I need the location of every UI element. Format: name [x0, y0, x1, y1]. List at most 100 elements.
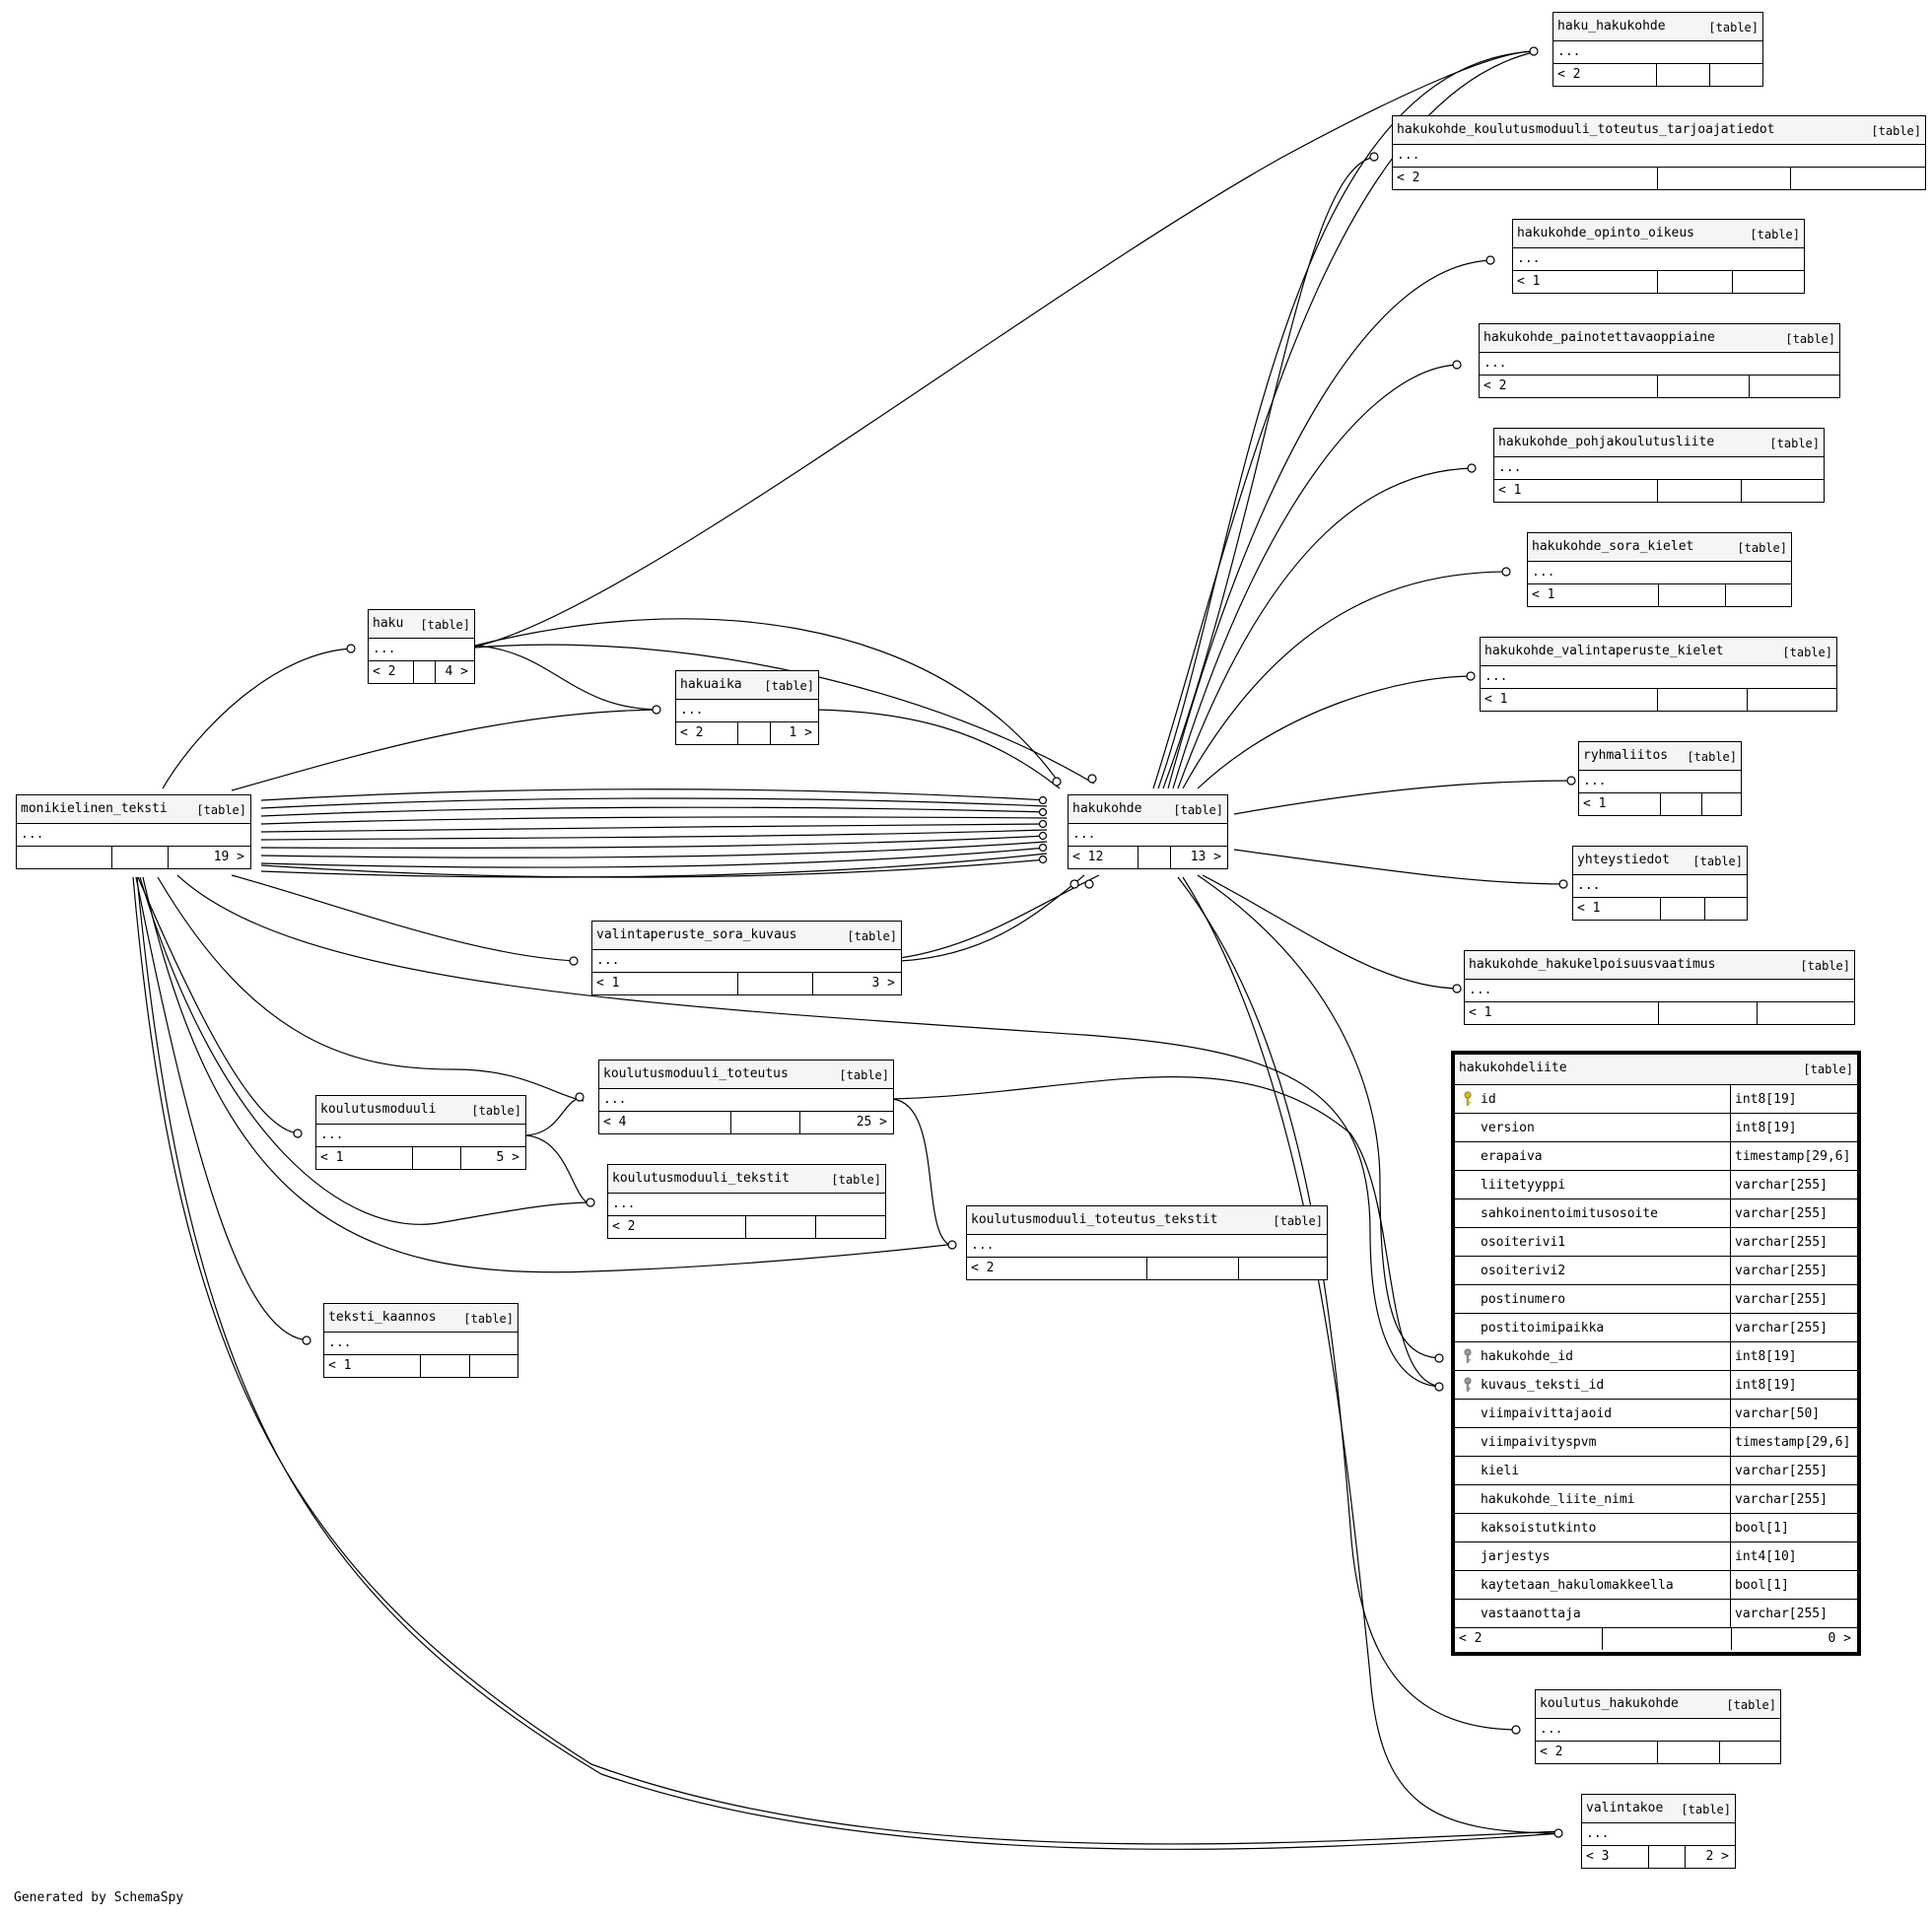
column-name-cell: osoiterivi2 [1455, 1257, 1731, 1284]
column-name-cell: version [1455, 1114, 1731, 1141]
table-name: hakukohde_hakukelpoisuusvaatimus [1469, 957, 1716, 972]
table-name: haku [373, 616, 404, 631]
table-rows: ... [1498, 460, 1522, 475]
table-koulutus-hakukohde[interactable]: koulutus_hakukohde[table] ... < 2 [1535, 1689, 1781, 1764]
column-name-cell: kuvaus_teksti_id [1455, 1371, 1731, 1399]
table-type: [table] [1750, 228, 1800, 241]
column-type: varchar[50] [1735, 1406, 1821, 1421]
table-type: [table] [1726, 1698, 1776, 1712]
parents-count: < 1 [1517, 274, 1541, 289]
parents-count: < 1 [1532, 587, 1555, 602]
parents-count: < 1 [1469, 1005, 1492, 1020]
table-hakukohde-pohjakoulutusliite[interactable]: hakukohde_pohjakoulutusliite[table] ... … [1493, 428, 1825, 503]
table-rows: ... [1072, 827, 1096, 842]
column-type-cell: int8[19] [1731, 1114, 1857, 1141]
table-hakukohde-koulutusmoduuli-toteutus-tarjoajatiedot[interactable]: hakukohde_koulutusmoduuli_toteutus_tarjo… [1392, 115, 1926, 190]
table-teksti-kaannos[interactable]: teksti_kaannos[table] ... < 1 [323, 1303, 518, 1378]
column-type-cell: varchar[255] [1731, 1485, 1857, 1513]
column-name: jarjestys [1481, 1549, 1551, 1564]
children-count: 25 > [856, 1115, 887, 1130]
column-name: erapaiva [1481, 1149, 1543, 1164]
table-name: hakukohde [1072, 801, 1142, 816]
table-type: [table] [1785, 332, 1835, 346]
table-type: [table] [831, 1173, 881, 1187]
column-name: viimpaivittajaoid [1481, 1406, 1613, 1421]
column-type-cell: timestamp[29,6] [1731, 1142, 1857, 1170]
column-type-cell: int4[10] [1731, 1542, 1857, 1570]
table-hakukohde-painotettavaoppiaine[interactable]: hakukohde_painotettavaoppiaine[table] ..… [1479, 323, 1840, 398]
table-name: hakukohde_sora_kielet [1532, 539, 1694, 554]
parents-count: < 1 [328, 1358, 352, 1373]
table-name: monikielinen_teksti [21, 801, 168, 816]
parents-count: < 2 [1484, 378, 1507, 393]
table-rows: ... [603, 1092, 627, 1107]
table-name: hakukohdeliite [1459, 1061, 1567, 1075]
table-hakukohde-valintaperuste-kielet[interactable]: hakukohde_valintaperuste_kielet[table] .… [1480, 637, 1837, 712]
table-monikielinen-teksti[interactable]: monikielinen_teksti[table] ... 19 > [16, 794, 251, 869]
column-name-cell: kieli [1455, 1457, 1731, 1484]
table-hakukohde-hakukelpoisuusvaatimus[interactable]: hakukohde_hakukelpoisuusvaatimus[table] … [1464, 950, 1855, 1025]
table-haku-hakukohde[interactable]: haku_hakukohde [table] ... < 2 [1552, 12, 1763, 87]
parents-count: < 2 [373, 664, 396, 679]
column-row: jarjestys int4[10] [1455, 1542, 1857, 1571]
table-name: haku_hakukohde [1557, 19, 1666, 34]
column-name: version [1481, 1121, 1535, 1135]
foreign-key-icon [1463, 1348, 1473, 1364]
column-type: int4[10] [1735, 1549, 1797, 1564]
column-type-cell: varchar[255] [1731, 1171, 1857, 1198]
children-count: 0 > [1828, 1631, 1851, 1646]
table-rows: ... [1517, 251, 1541, 266]
parents-count: < 3 [1586, 1849, 1610, 1864]
parents-count: < 2 [680, 725, 704, 740]
column-type: timestamp[29,6] [1735, 1149, 1851, 1164]
parents-count: < 1 [320, 1150, 344, 1165]
table-ryhmaliitos[interactable]: ryhmaliitos[table] ... < 1 [1578, 741, 1742, 816]
parents-count: < 2 [1540, 1745, 1563, 1759]
table-rows: ... [1586, 1826, 1610, 1841]
table-koulutusmoduuli-tekstit[interactable]: koulutusmoduuli_tekstit[table] ... < 2 [607, 1164, 886, 1239]
table-type: [table] [1737, 541, 1787, 555]
table-name: koulutusmoduuli_toteutus [603, 1066, 789, 1081]
children-count: 3 > [871, 976, 895, 991]
table-type: [table] [1708, 21, 1759, 34]
table-hakukohde-opinto-oikeus[interactable]: hakukohde_opinto_oikeus [table] ... < 1 [1512, 219, 1805, 294]
table-name: ryhmaliitos [1583, 748, 1669, 763]
table-name: hakukohde_opinto_oikeus [1517, 226, 1695, 240]
table-type: [table] [1769, 437, 1820, 450]
table-rows: ... [1557, 44, 1581, 59]
parents-count: < 2 [1557, 67, 1581, 82]
table-name: hakukohde_painotettavaoppiaine [1484, 330, 1715, 345]
table-yhteystiedot[interactable]: yhteystiedot[table] ... < 1 [1572, 846, 1748, 921]
column-name: postitoimipaikka [1481, 1321, 1605, 1335]
table-valintaperuste-sora-kuvaus[interactable]: valintaperuste_sora_kuvaus[table] ... < … [591, 921, 902, 995]
table-rows: ... [1577, 878, 1601, 893]
table-koulutusmoduuli-toteutus-tekstit[interactable]: koulutusmoduuli_toteutus_tekstit[table] … [966, 1205, 1328, 1280]
table-hakukohde-sora-kielet[interactable]: hakukohde_sora_kielet[table] ... < 1 [1527, 532, 1792, 607]
table-name: koulutusmoduuli_toteutus_tekstit [971, 1212, 1218, 1227]
column-type: varchar[255] [1735, 1178, 1828, 1193]
column-type-cell: int8[19] [1731, 1342, 1857, 1370]
table-type: [table] [1692, 855, 1743, 868]
table-name: koulutusmoduuli_tekstit [612, 1171, 791, 1186]
column-type: bool[1] [1735, 1521, 1789, 1536]
column-type: varchar[255] [1735, 1206, 1828, 1221]
column-name-cell: hakukohde_id [1455, 1342, 1731, 1370]
children-count: 19 > [213, 850, 244, 864]
table-name: hakuaika [680, 677, 742, 692]
column-name-cell: postitoimipaikka [1455, 1314, 1731, 1341]
column-name: osoiterivi2 [1481, 1264, 1566, 1278]
table-type: [table] [1800, 959, 1850, 973]
